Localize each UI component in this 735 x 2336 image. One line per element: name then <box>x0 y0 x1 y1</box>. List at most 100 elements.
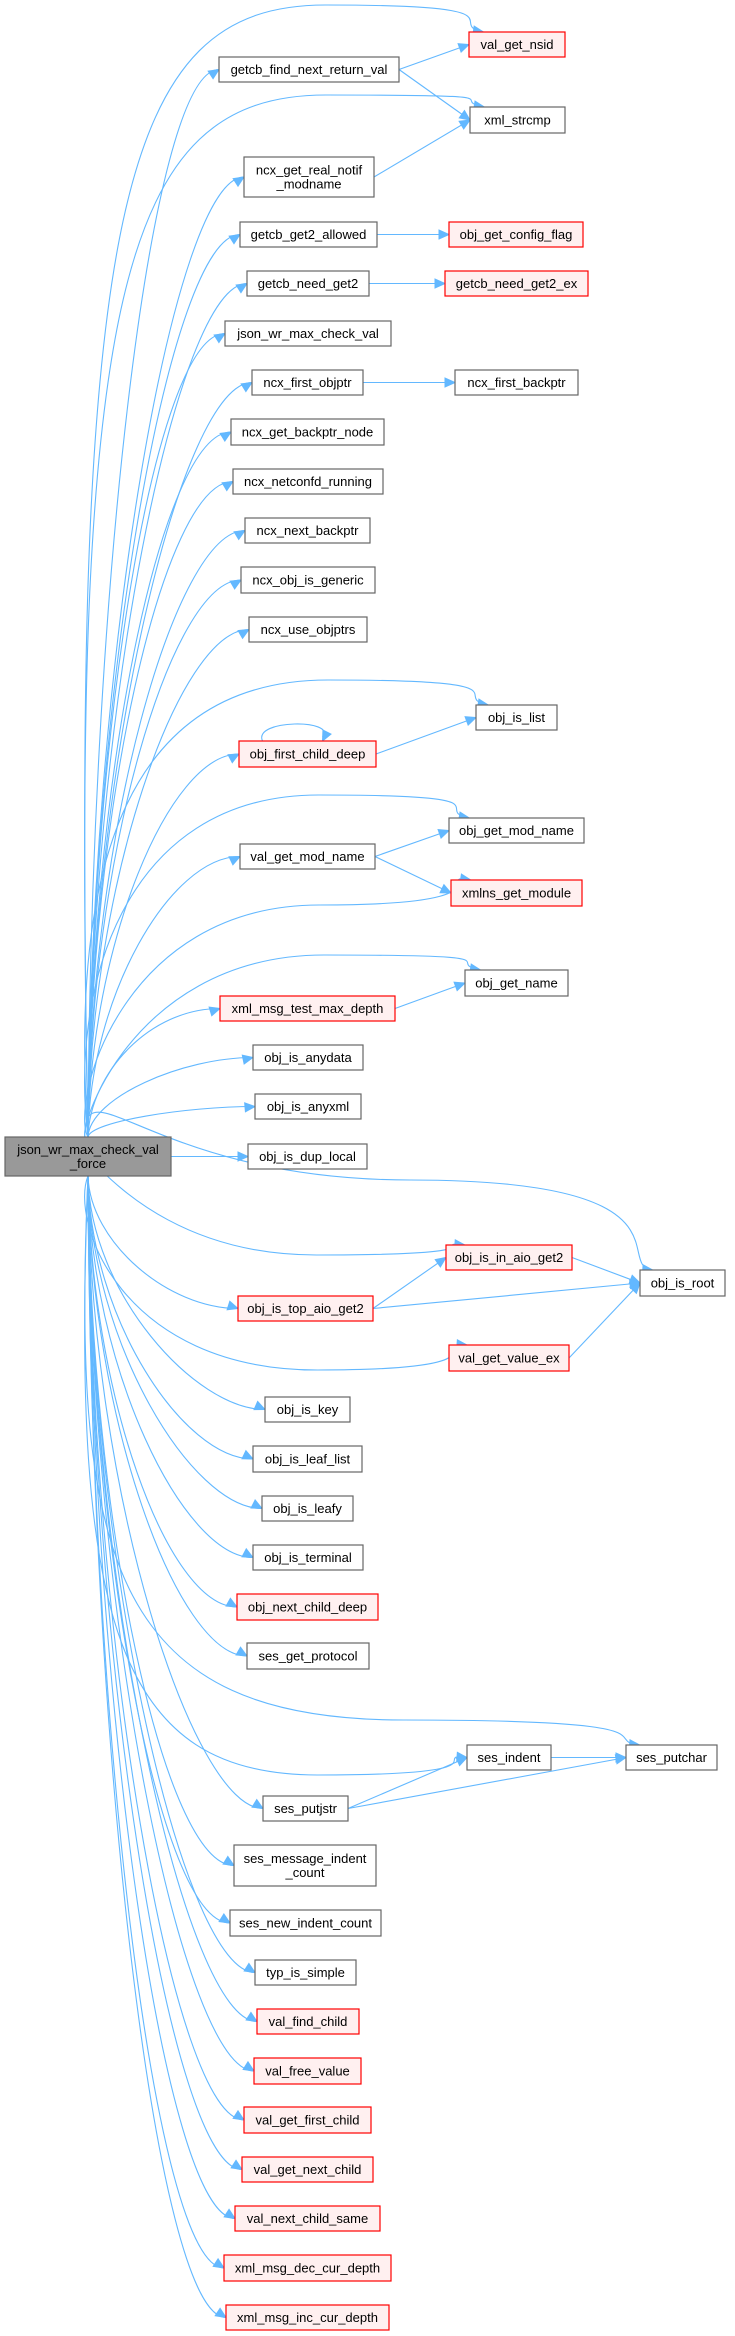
node-box <box>444 270 589 297</box>
node-label: obj_is_terminal <box>264 1550 352 1565</box>
edge-root-to-val-find-child <box>87 1175 258 2023</box>
node-val-free-value[interactable]: val_free_value <box>253 2057 362 2085</box>
node-xmlns-get-module[interactable]: xmlns_get_module <box>450 879 583 907</box>
node-obj-is-dup-local[interactable]: obj_is_dup_local <box>247 1143 368 1170</box>
edge-root-to-obj-get-name <box>84 954 481 1139</box>
edge-root-to-ncx-obj-is-generic <box>87 579 242 1138</box>
node-box <box>238 740 377 768</box>
node-obj-first-child-deep[interactable]: obj_first_child_deep <box>238 740 377 768</box>
node-label: obj_next_child_deep <box>248 1600 367 1615</box>
node-box <box>247 1143 368 1170</box>
node-label: _modname <box>275 177 341 192</box>
node-label: obj_first_child_deep <box>250 747 366 762</box>
node-box <box>262 1795 349 1822</box>
node-label: typ_is_simple <box>266 1965 345 1980</box>
node-getcb-need-get2[interactable]: getcb_need_get2 <box>246 270 370 297</box>
node-ses-new-indent-count[interactable]: ses_new_indent_count <box>229 1909 382 1937</box>
node-xml-msg-dec-cur-depth[interactable]: xml_msg_dec_cur_depth <box>223 2254 392 2282</box>
node-obj-get-mod-name[interactable]: obj_get_mod_name <box>448 817 585 844</box>
node-getcb-get2-allowed[interactable]: getcb_get2_allowed <box>239 221 378 248</box>
node-ses-putjstr[interactable]: ses_putjstr <box>262 1795 349 1822</box>
edge-obj-is-top-aio-get2-to-obj-is-in-aio-get2-arrowhead <box>434 1256 447 1268</box>
node-label: obj_is_leafy <box>273 1501 342 1516</box>
node-ses-indent[interactable]: ses_indent <box>466 1744 552 1771</box>
node-typ-is-simple[interactable]: typ_is_simple <box>254 1959 357 1986</box>
node-val-get-mod-name[interactable]: val_get_mod_name <box>239 843 376 870</box>
node-label: ncx_first_objptr <box>263 375 352 390</box>
node-box <box>234 2205 381 2232</box>
node-obj-is-leaf-list[interactable]: obj_is_leaf_list <box>252 1445 363 1473</box>
node-val-next-child-same[interactable]: val_next_child_same <box>234 2205 381 2232</box>
node-json-wr-max-check-val[interactable]: json_wr_max_check_val <box>224 320 392 347</box>
node-label: ses_indent <box>478 1750 541 1765</box>
node-label: ncx_first_backptr <box>467 375 566 390</box>
node-obj-is-leafy[interactable]: obj_is_leafy <box>261 1495 354 1522</box>
node-obj-is-list[interactable]: obj_is_list <box>475 704 558 731</box>
node-ncx-netconfd-running[interactable]: ncx_netconfd_running <box>232 468 384 495</box>
node-val-get-value-ex[interactable]: val_get_value_ex <box>448 1344 570 1372</box>
node-ncx-first-objptr[interactable]: ncx_first_objptr <box>251 369 364 396</box>
node-obj-is-terminal[interactable]: obj_is_terminal <box>252 1544 364 1571</box>
node-root[interactable]: json_wr_max_check_val_force <box>4 1136 172 1177</box>
node-ncx-get-real-notif-modname[interactable]: ncx_get_real_notif_modname <box>243 156 375 198</box>
node-obj-is-top-aio-get2[interactable]: obj_is_top_aio_get2 <box>237 1295 374 1322</box>
node-label: obj_is_dup_local <box>259 1149 356 1164</box>
node-val-get-next-child[interactable]: val_get_next_child <box>241 2156 374 2183</box>
edge-root-to-xml-strcmp <box>84 94 485 1138</box>
node-label: json_wr_max_check_val <box>16 1142 159 1157</box>
edge-root-to-obj-is-dup-local-arrowhead <box>237 1151 250 1162</box>
node-getcb-find-next-return-val[interactable]: getcb_find_next_return_val <box>218 56 400 83</box>
node-val-find-child[interactable]: val_find_child <box>256 2008 360 2035</box>
node-ses-putchar[interactable]: ses_putchar <box>625 1744 718 1771</box>
node-ses-message-indent-count[interactable]: ses_message_indent_count <box>233 1844 377 1887</box>
node-obj-get-name[interactable]: obj_get_name <box>464 969 569 997</box>
node-box <box>218 56 400 83</box>
node-obj-next-child-deep[interactable]: obj_next_child_deep <box>236 1593 379 1621</box>
node-label: xml_msg_inc_cur_depth <box>237 2310 378 2325</box>
node-obj-is-in-aio-get2[interactable]: obj_is_in_aio_get2 <box>445 1244 573 1271</box>
node-val-get-first-child[interactable]: val_get_first_child <box>243 2106 372 2134</box>
node-box <box>254 1093 362 1120</box>
node-label: ses_get_protocol <box>258 1649 357 1664</box>
edge-root-to-json-wr-max-check-val-arrowhead <box>213 332 227 344</box>
node-xml-strcmp[interactable]: xml_strcmp <box>469 106 566 134</box>
edge-root-to-obj-is-top-aio-get2-arrowhead <box>226 1300 240 1311</box>
edge-root-to-ses-putchar <box>84 1175 640 1746</box>
node-ncx-first-backptr[interactable]: ncx_first_backptr <box>454 369 579 396</box>
node-obj-is-anydata[interactable]: obj_is_anydata <box>252 1044 364 1071</box>
node-box <box>450 879 583 907</box>
edge-root-to-obj-is-terminal-arrowhead <box>241 1547 255 1559</box>
node-label: json_wr_max_check_val <box>236 326 379 341</box>
node-ncx-get-backptr-node[interactable]: ncx_get_backptr_node <box>230 418 385 446</box>
edge-val-get-mod-name-to-obj-get-mod-name <box>374 829 450 858</box>
node-ncx-obj-is-generic[interactable]: ncx_obj_is_generic <box>240 566 376 594</box>
edge-root-to-ncx-get-real-notif-modname-arrowhead <box>232 176 246 188</box>
node-obj-is-key[interactable]: obj_is_key <box>264 1396 351 1423</box>
node-ncx-use-objptrs[interactable]: ncx_use_objptrs <box>248 616 368 643</box>
node-obj-is-root[interactable]: obj_is_root <box>639 1269 726 1297</box>
edge-root-to-ncx-netconfd-running <box>87 480 234 1138</box>
edge-root-to-ncx-obj-is-generic-arrowhead <box>229 579 243 590</box>
edge-root-to-obj-next-child-deep-arrowhead <box>225 1597 239 1608</box>
node-ses-get-protocol[interactable]: ses_get_protocol <box>246 1642 370 1670</box>
node-box <box>454 369 579 396</box>
node-box <box>261 1495 354 1522</box>
node-val-get-nsid[interactable]: val_get_nsid <box>468 31 566 58</box>
edge-root-to-obj-first-child-deep-arrowhead <box>227 753 241 764</box>
node-xml-msg-test-max-depth[interactable]: xml_msg_test_max_depth <box>219 995 396 1022</box>
edge-root-to-typ-is-simple <box>87 1175 256 1974</box>
node-label: obj_is_anyxml <box>267 1099 349 1114</box>
edge-root-to-obj-is-root <box>84 1111 653 1271</box>
edge-getcb-get2-allowed-to-obj-get-config-flag-arrowhead <box>438 229 451 240</box>
node-obj-is-anyxml[interactable]: obj_is_anyxml <box>254 1093 362 1120</box>
node-obj-get-config-flag[interactable]: obj_get_config_flag <box>448 221 584 248</box>
node-box <box>232 468 384 495</box>
edge-root-to-obj-is-key-arrowhead <box>253 1400 267 1411</box>
edge-root-to-val-free-value-arrowhead <box>242 2060 256 2072</box>
node-getcb-need-get2-ex[interactable]: getcb_need_get2_ex <box>444 270 589 297</box>
node-ncx-next-backptr[interactable]: ncx_next_backptr <box>244 517 371 544</box>
node-box <box>246 1642 370 1670</box>
edge-root-to-obj-is-key <box>87 1175 266 1411</box>
edge-root-to-ncx-first-objptr-arrowhead <box>240 381 254 393</box>
node-xml-msg-inc-cur-depth[interactable]: xml_msg_inc_cur_depth <box>225 2304 390 2331</box>
